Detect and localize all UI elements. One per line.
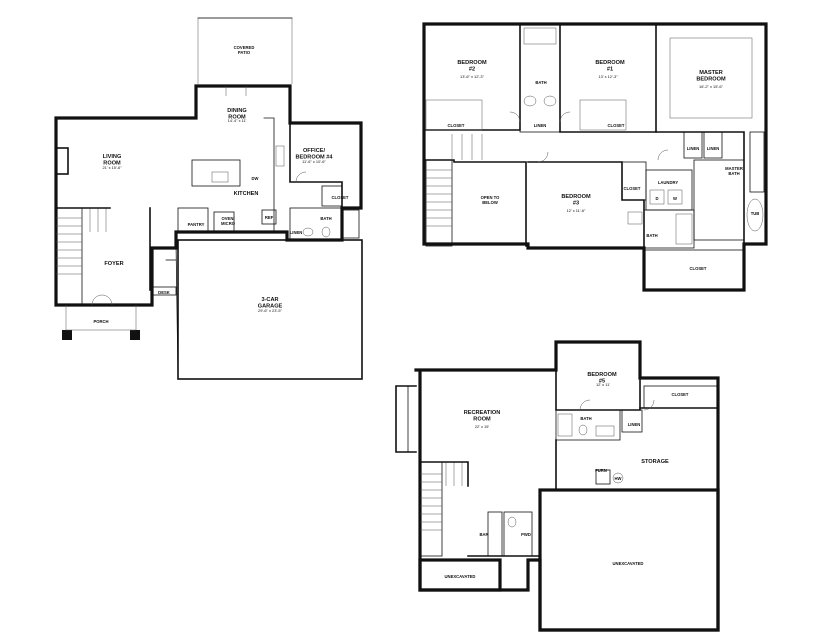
bedroom3-label: BEDROOM#3 [561,194,591,206]
refrigerator-label: REF [265,215,274,220]
master-closet-label: CLOSET [690,266,707,271]
main-stair [55,207,83,305]
main-stair-treads [56,208,107,275]
kitchen-label: KITCHEN [234,191,259,197]
bedroom3-dimensions: 12' x 11'-6" [567,208,586,213]
desk-label: DESK [158,290,170,295]
unexcavated-label-large: UNEXCAVATED [613,561,644,566]
upper-floor-plan: BEDROOM#2 13'-6" x 12'-3" BEDROOM#1 13' … [422,22,768,292]
bedroom2-closet-label: CLOSET [448,123,465,128]
porch-column-left [62,330,72,340]
recreation-room-dimensions: 22' x 15' [475,424,490,429]
kitchen-island [191,159,241,187]
basement-closet-label: CLOSET [672,392,689,397]
water-heater-label: HW [615,476,622,481]
bedroom5-dimensions: 12' x 11' [596,382,610,387]
master-linen-label-2: LINEN [707,146,720,151]
master-bedroom-rug [669,37,753,119]
bedroom3-closet-label: CLOSET [624,186,641,191]
dishwasher-label: DW [252,176,259,181]
upper-bath-label: BATH [535,80,546,85]
storage-label: STORAGE [641,459,669,465]
pantry-label: PANTRY [188,222,205,227]
bedroom5-label: BEDROOM#5 [587,372,617,384]
bedroom2-dimensions: 13'-6" x 12'-3" [460,74,485,79]
kitchen-sink [211,171,229,183]
unexcavated-area-small [418,558,502,592]
hall-bath-label: BATH [646,233,657,238]
laundry-label: LAUNDRY [658,180,679,185]
living-room-dimensions: 21' x 15'-6" [102,165,122,170]
office-label: OFFICE/BEDROOM #4 [296,148,334,160]
basement-bath-label: BATH [580,416,591,421]
upper-linen-label: LINEN [534,123,547,128]
basement-linen-label: LINEN [628,422,641,427]
bar-label: BAR [479,532,488,537]
bedroom1-closet-label: CLOSET [608,123,625,128]
fireplace [55,147,69,175]
bedroom1-dimensions: 13' x 12'-3" [598,74,618,79]
office-closet-label: CLOSET [332,195,349,200]
garage-walls [177,239,363,380]
foyer-label: FOYER [104,261,123,267]
dryer-label: D [655,196,658,201]
garage-dimensions: 29'-6" x 23'-5" [258,308,283,313]
powder-room-label: PWD [521,532,531,537]
front-door-swing [91,294,113,306]
porch-column-right [130,330,140,340]
main-linen-label: LINEN [290,230,303,235]
washer-label: W [673,196,677,201]
furnace-label: FURN [595,468,607,473]
main-bath-label: BATH [320,216,331,221]
main-floor-exterior-walls [54,84,363,307]
master-linen-label-1: LINEN [687,146,700,151]
basement-stair-treads [420,462,463,531]
pantry [177,207,209,233]
dining-room-dimensions: 14'-4" x 11' [228,118,247,123]
master-bedroom-dimensions: 16'-2" x 15'-6" [699,84,724,89]
upper-stair-treads [426,134,483,227]
bedroom1-label: BEDROOM#1 [595,60,625,72]
oven-micro-label: OVEN/MICRO [221,216,236,226]
unexcavated-area-large [538,488,720,632]
office-dimensions: 11'-6" x 10'-6" [302,159,326,164]
porch-label: PORCH [93,319,108,324]
basement-exterior-walls [414,340,720,632]
tub-label: TUB [751,211,760,216]
unexcavated-label-small: UNEXCAVATED [445,574,476,579]
bedroom2-label: BEDROOM#2 [457,60,487,72]
